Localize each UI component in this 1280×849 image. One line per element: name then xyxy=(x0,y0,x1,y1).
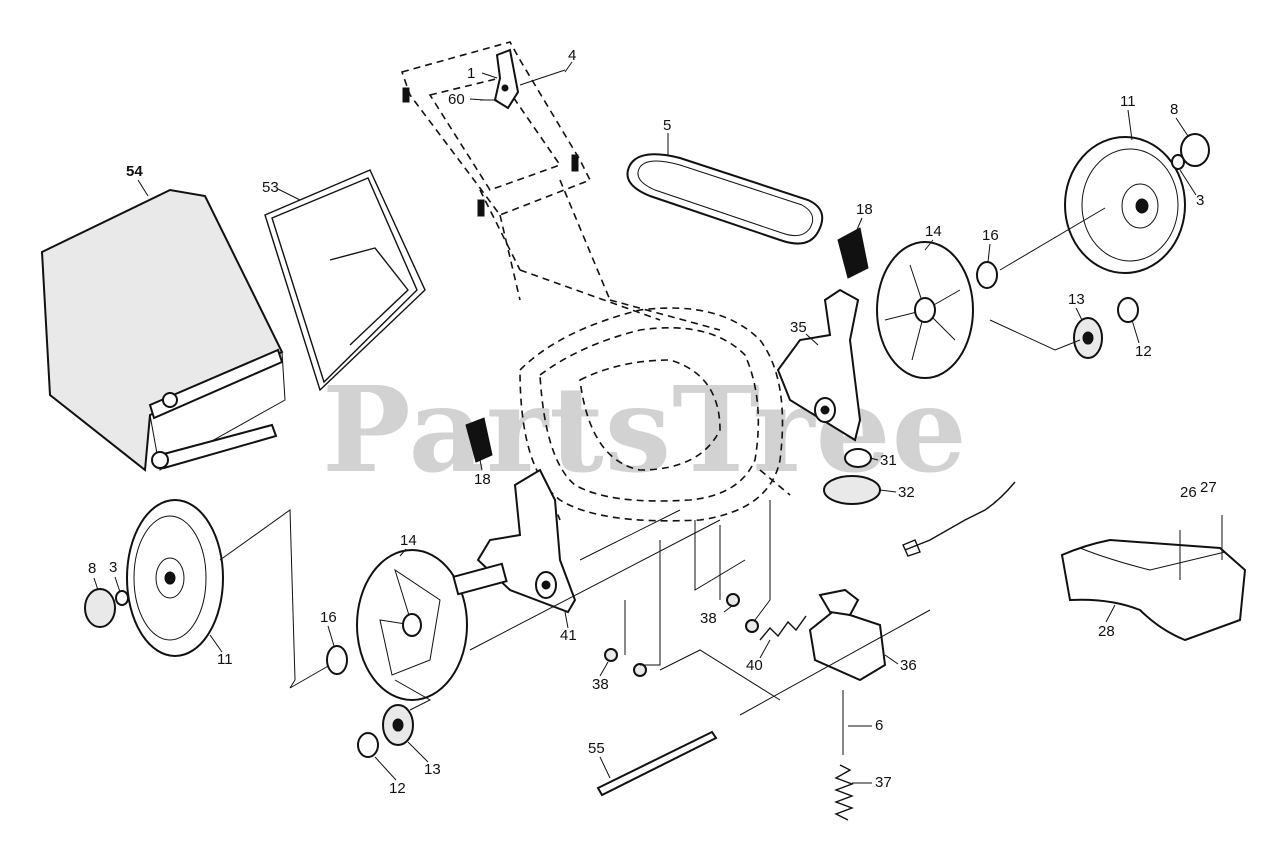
spring-clip-left xyxy=(465,417,493,463)
callout-6: 6 xyxy=(875,717,883,734)
callout-41: 41 xyxy=(560,627,577,644)
adjuster-spring xyxy=(834,764,854,821)
callout-11-left: 11 xyxy=(217,651,233,668)
callout-14-left: 14 xyxy=(400,532,417,549)
wheel-plate-right xyxy=(876,241,974,379)
callout-8-left: 8 xyxy=(88,560,96,577)
rear-shield xyxy=(1060,515,1247,642)
nut xyxy=(604,648,618,662)
callout-60: 60 xyxy=(448,91,465,108)
gear-cover xyxy=(823,475,881,505)
e-clip-left xyxy=(357,732,379,758)
callout-16-right: 16 xyxy=(982,227,999,244)
hubcap-left xyxy=(84,588,129,628)
callout-35: 35 xyxy=(790,319,807,336)
control-cable xyxy=(902,481,1016,557)
drive-belt xyxy=(626,153,824,245)
washer-left xyxy=(326,645,348,675)
callout-31: 31 xyxy=(880,452,897,469)
grass-catcher-frame xyxy=(264,169,426,392)
callout-3-left: 3 xyxy=(109,559,117,576)
callout-5: 5 xyxy=(663,117,671,134)
transmission xyxy=(739,588,931,716)
callout-12-left: 12 xyxy=(389,780,406,797)
callout-38-upper: 38 xyxy=(700,610,717,627)
wheel-plate-left xyxy=(356,549,468,701)
watermark-trademark: ™ xyxy=(930,372,941,384)
callout-54: 54 xyxy=(126,163,143,180)
gear-cap xyxy=(844,448,872,468)
control-lever xyxy=(480,48,566,110)
callout-27: 27 xyxy=(1200,479,1217,496)
callout-28: 28 xyxy=(1098,623,1115,640)
callout-38-lower: 38 xyxy=(592,676,609,693)
nut xyxy=(726,593,740,607)
rear-wheel-right xyxy=(1064,136,1186,274)
callout-53: 53 xyxy=(262,179,279,196)
shift-spring xyxy=(759,615,807,641)
callout-8-right: 8 xyxy=(1170,101,1178,118)
callout-36: 36 xyxy=(900,657,917,674)
callout-3-right: 3 xyxy=(1196,192,1204,209)
nut xyxy=(745,619,759,633)
callout-18-right: 18 xyxy=(856,201,873,218)
callout-26: 26 xyxy=(1180,484,1197,501)
callout-13-left: 13 xyxy=(424,761,441,778)
drive-gear-left xyxy=(382,704,414,746)
callout-18-left: 18 xyxy=(474,471,491,488)
rear-wheel-left xyxy=(126,499,224,657)
height-adjuster-bracket-left xyxy=(452,468,577,614)
grass-catcher-bag xyxy=(40,188,286,472)
callout-14-right: 14 xyxy=(925,223,942,240)
callout-11-right: 11 xyxy=(1120,93,1136,110)
callout-13-right: 13 xyxy=(1068,291,1085,308)
leader-lines xyxy=(93,61,1197,784)
callout-16-left: 16 xyxy=(320,609,337,626)
e-clip-right xyxy=(1117,297,1139,323)
spring-clip-right xyxy=(837,227,869,279)
drive-shaft xyxy=(596,730,718,797)
drive-gear-right xyxy=(1073,317,1103,359)
callout-37: 37 xyxy=(875,774,892,791)
mower-deck xyxy=(519,307,791,522)
callout-1: 1 xyxy=(467,65,475,82)
callout-12-right: 12 xyxy=(1135,343,1152,360)
callout-32: 32 xyxy=(898,484,915,501)
callout-4: 4 xyxy=(568,47,576,64)
height-adjuster-bracket-right xyxy=(776,288,862,442)
callout-55: 55 xyxy=(588,740,605,757)
hubcap-right xyxy=(1171,133,1210,170)
callout-40: 40 xyxy=(746,657,763,674)
washer-right xyxy=(976,261,998,289)
nut xyxy=(633,663,647,677)
